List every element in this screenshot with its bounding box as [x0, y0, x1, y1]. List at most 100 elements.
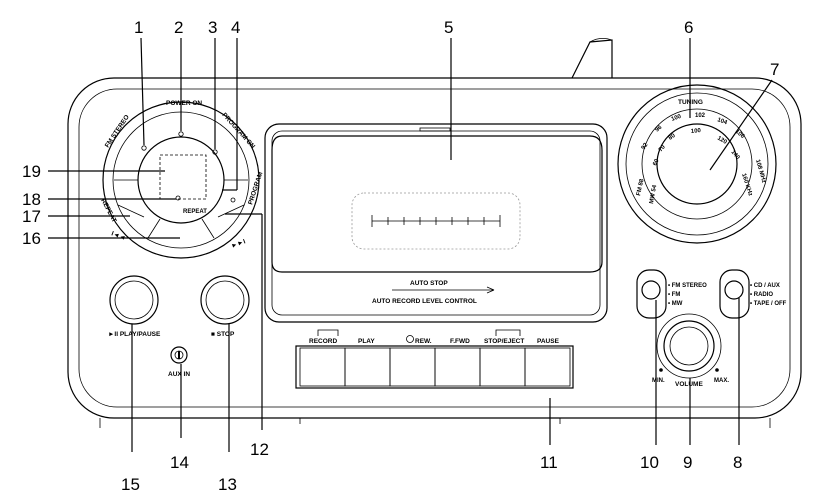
callout-10: 10 [640, 453, 659, 472]
aux-in-jack[interactable] [170, 346, 188, 364]
source-tape-off-label: • TAPE / OFF [750, 301, 787, 307]
callout-13: 13 [218, 475, 237, 494]
callout-12: 12 [250, 440, 269, 459]
mw-scale-70: 70 [658, 144, 667, 153]
callout-16: 16 [22, 229, 41, 248]
callout-15: 15 [121, 475, 140, 494]
program-on-label: PROGRAM ON [221, 112, 257, 151]
callout-leaders [48, 37, 773, 452]
fast-forward-key-label: F.FWD [450, 338, 470, 345]
repeat-small-label: REPEAT [183, 209, 207, 215]
play-key-label: PLAY [358, 338, 375, 345]
program-led-dot [230, 197, 236, 203]
band-selector-slot [636, 269, 667, 319]
play-pause-button[interactable] [109, 275, 159, 325]
play-key[interactable] [344, 347, 391, 387]
callout-5: 5 [444, 18, 453, 37]
auto-stop-label: AUTO STOP [410, 280, 448, 287]
play-pause-label: ►II PLAY/PAUSE [108, 331, 161, 338]
stop-eject-key[interactable] [479, 347, 526, 387]
fm-scale-104: 104 [716, 117, 728, 126]
callout-7: 7 [770, 60, 779, 79]
fm-scale-102: 102 [695, 113, 706, 119]
callout-1: 1 [134, 18, 143, 37]
band-mw-label: • MW [668, 301, 683, 307]
callout-4: 4 [231, 18, 240, 37]
tuning-dial [617, 84, 777, 244]
function-selector-slot [719, 269, 750, 319]
power-on-label: POWER ON [166, 100, 202, 107]
volume-knob[interactable] [663, 320, 715, 372]
cd-display-screen [159, 154, 207, 200]
pause-key-label: PAUSE [537, 338, 560, 345]
antenna-mount [571, 39, 613, 79]
source-radio-label: • RADIO [750, 292, 773, 298]
cd-display-window [137, 136, 225, 224]
record-key[interactable] [299, 347, 346, 387]
fast-forward-key[interactable] [434, 347, 481, 387]
callout-17: 17 [22, 207, 41, 226]
fm-scale-108: 108 MHz [754, 159, 766, 184]
rewind-key-label: REW. [415, 338, 432, 345]
radio-body-inner [78, 88, 791, 408]
program-button[interactable] [224, 200, 238, 214]
fm-stereo-label: FM STEREO [104, 114, 131, 149]
stop-eject-key-label: STOP/EJECT [484, 338, 524, 345]
record-indicator-led [406, 335, 414, 343]
mw-scale-160: 160 KHz [740, 173, 753, 197]
stop-label: ■ STOP [211, 331, 235, 338]
cassette-bezel [264, 123, 608, 323]
band-fm-stereo-label: • FM STEREO [668, 283, 707, 289]
fm-scale-100: 100 [671, 114, 683, 123]
volume-max-label: MAX. [714, 378, 729, 384]
callout-19: 19 [22, 162, 41, 181]
band-selector-knob[interactable] [641, 280, 661, 300]
fm-stereo-led [141, 145, 147, 151]
auto-record-label: AUTO RECORD LEVEL CONTROL [372, 298, 477, 305]
record-key-label: RECORD [309, 338, 337, 345]
tuning-knob[interactable] [656, 123, 738, 205]
rewind-key[interactable] [389, 347, 436, 387]
tape-counter-ticks [371, 215, 501, 227]
radio-body-outer [67, 77, 802, 419]
transport-keys [299, 347, 571, 387]
fm-scale-88: FM 88 [636, 178, 646, 197]
fm-scale-106: 106 [734, 129, 746, 140]
cassette-door[interactable] [271, 135, 603, 273]
callout-2: 2 [174, 18, 183, 37]
band-fm-label: • FM [668, 292, 680, 298]
repeat-label: REPEAT [99, 198, 117, 224]
cassette-window [351, 192, 521, 250]
volume-label: VOLUME [675, 381, 703, 388]
transport-key-panel [295, 345, 574, 389]
callout-14: 14 [170, 453, 189, 472]
skip-forward-label: ►►I [230, 238, 246, 250]
program-on-led [212, 149, 218, 155]
callout-9: 9 [683, 453, 692, 472]
function-selector-knob[interactable] [724, 280, 744, 300]
fm-scale-96: 96 [654, 124, 663, 133]
mw-scale-140: 140 [729, 149, 740, 161]
callout-3: 3 [208, 18, 217, 37]
mw-scale-60: 60 [652, 158, 661, 167]
skip-back-label: I◄◄ [110, 230, 126, 242]
callout-18: 18 [22, 190, 41, 209]
antenna-tip [589, 38, 613, 43]
callout-11: 11 [540, 453, 558, 472]
mw-scale-80: 80 [668, 133, 677, 142]
source-cd-aux-label: • CD / AUX [750, 283, 780, 289]
stop-button[interactable] [200, 275, 250, 325]
callout-8: 8 [733, 453, 742, 472]
repeat-led [175, 195, 181, 201]
aux-in-label: AUX IN [168, 371, 190, 378]
mw-scale-100: 100 [691, 128, 702, 135]
mw-scale-120: 120 [716, 136, 728, 147]
power-on-led [178, 131, 184, 137]
auto-stop-arrow [392, 286, 495, 294]
volume-dial-ring [656, 313, 722, 379]
volume-min-label: MIN. [652, 378, 665, 384]
fm-scale-92: 92 [641, 142, 650, 151]
pause-key[interactable] [524, 347, 571, 387]
callout-6: 6 [684, 18, 693, 37]
